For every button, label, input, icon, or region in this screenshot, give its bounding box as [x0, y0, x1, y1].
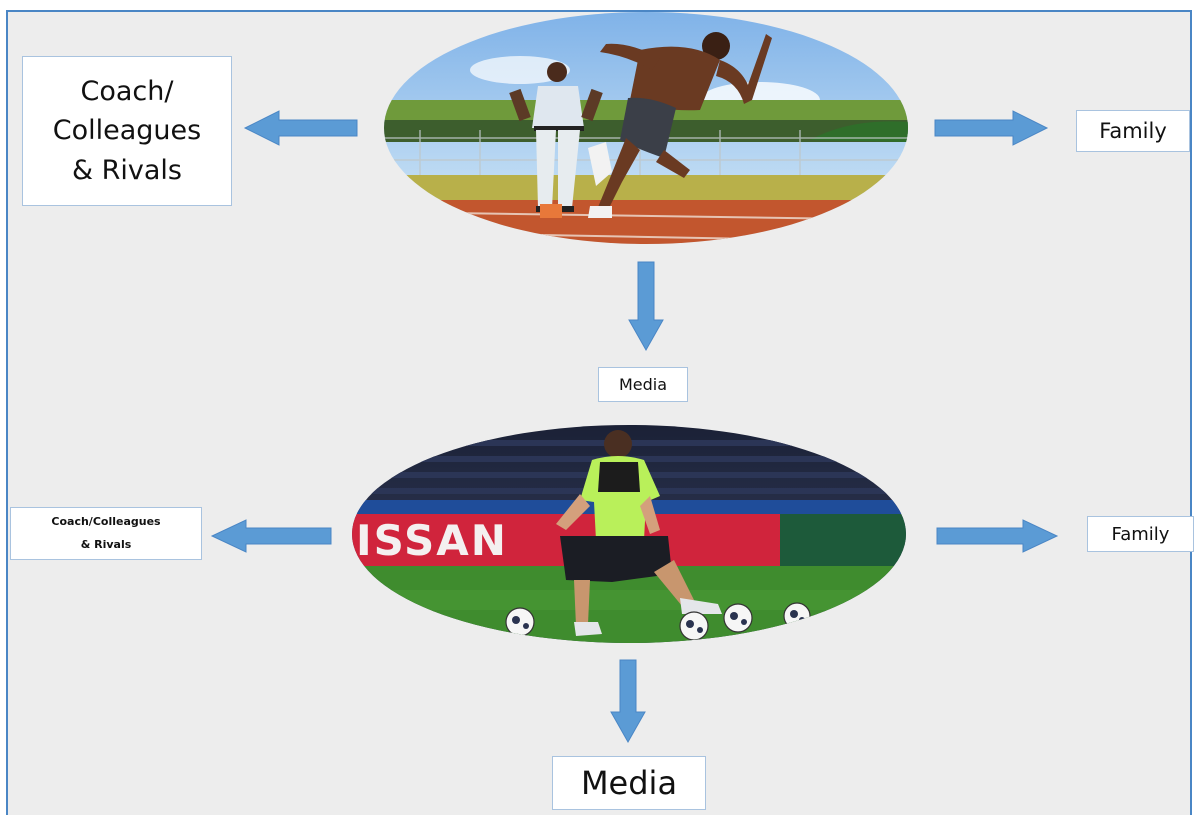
arrow-to-media-mid [628, 261, 664, 352]
sprinter-with-coach-icon [384, 12, 908, 244]
arrow-to-coach-top [243, 110, 358, 146]
family-bottom: Family [1087, 516, 1194, 552]
arrow-to-family-top [934, 110, 1049, 146]
arrow-to-coach-bottom [210, 519, 332, 553]
footballer-with-balls-icon: ISSAN [352, 425, 906, 643]
media-middle: Media [598, 367, 688, 402]
family-top: Family [1076, 110, 1190, 152]
billboard-text: ISSAN [356, 516, 508, 565]
coach-colleagues-rivals-bottom: Coach/Colleagues & Rivals [10, 507, 202, 560]
media-bottom: Media [552, 756, 706, 810]
arrow-to-media-bottom [610, 659, 646, 744]
arrow-to-family-bottom [936, 519, 1059, 553]
coach-colleagues-rivals-top: Coach/ Colleagues & Rivals [22, 56, 232, 206]
